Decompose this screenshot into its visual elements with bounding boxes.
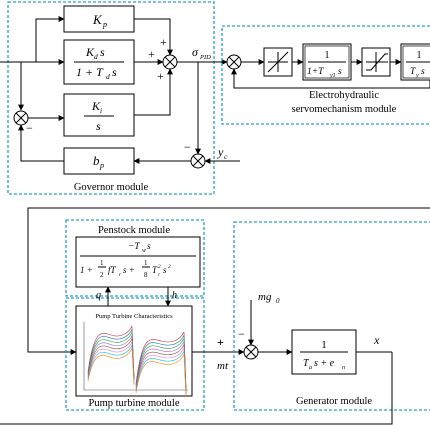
servo-lag-den: 1+T <box>307 67 324 77</box>
ki-out-line <box>134 68 173 116</box>
penstock-den-d-sub: r <box>158 272 161 278</box>
q-symbol: q <box>96 290 101 301</box>
servo-lag-den-var: s <box>338 67 342 77</box>
servo-module-boundary <box>221 25 430 125</box>
characteristic-curve <box>87 328 135 378</box>
sum-plus-bottom: + <box>157 69 164 83</box>
kd-num-var: s <box>100 45 105 59</box>
characteristic-curve <box>87 340 135 383</box>
penstock-den-c: s + <box>123 265 135 275</box>
kp-symbol: K <box>92 12 103 27</box>
mg-minus-sign: − <box>238 327 245 341</box>
penstock-num-var: s <box>147 242 151 252</box>
generator-den: T <box>303 358 310 369</box>
characteristic-curve <box>135 343 187 394</box>
characteristic-curve <box>135 331 187 389</box>
sum-plus-top: + <box>160 35 167 49</box>
penstock-den-frac2-den: 8 <box>144 271 148 279</box>
bp-feedback-line <box>18 124 64 162</box>
generator-den-var: s + e <box>314 358 335 369</box>
bp-symbol: b <box>93 153 100 168</box>
x-symbol: x <box>373 333 380 347</box>
characteristic-curve <box>135 350 187 396</box>
servo-int-den-sub: y <box>415 73 419 79</box>
servo-int-num: 1 <box>417 50 422 61</box>
ki-num-k: K <box>91 99 101 113</box>
penstock-den-frac2-num: 1 <box>144 259 148 267</box>
kp-feed-line <box>35 16 65 62</box>
servo-lag-num: 1 <box>325 50 330 61</box>
pump-turbine-module-label: Pump turbine module <box>89 398 180 409</box>
penstock-den-a: 1 + <box>80 265 93 275</box>
characteristic-curves <box>83 322 188 397</box>
kd-num-sub: d <box>94 52 98 61</box>
characteristic-curve <box>135 353 187 397</box>
servo-module-label-1: Electrohydraulic <box>309 90 379 101</box>
governor-module-boundary <box>7 1 215 195</box>
generator-num: 1 <box>321 339 327 351</box>
characteristic-curve <box>135 335 187 390</box>
characteristic-curve <box>87 347 135 385</box>
sigma-symbol: σ <box>192 45 199 59</box>
kp-subscript: p <box>102 20 107 29</box>
penstock-module-boundary <box>65 219 205 297</box>
generator-den-sub2: n <box>342 365 345 371</box>
mg-subscript: 0 <box>276 297 280 305</box>
yc-symbol: y <box>217 145 224 159</box>
kd-num-k: K <box>85 45 95 59</box>
generator-module-boundary <box>233 221 430 411</box>
servo-lag-den-sub: y1 <box>329 73 336 79</box>
penstock-den-e: s <box>163 265 167 275</box>
characteristics-label: Pump Turbine Characteristics <box>95 313 173 320</box>
integral-block <box>63 93 135 137</box>
servo-feedback-line <box>231 68 430 89</box>
ki-num-sub: i <box>100 106 102 115</box>
speed-feedback-line <box>0 352 393 425</box>
guide-vane-line <box>27 207 430 355</box>
integral-minus-sign: − <box>26 121 33 135</box>
characteristic-curve <box>135 341 187 392</box>
kp-block <box>63 5 135 33</box>
penstock-den-d: T <box>152 265 158 275</box>
penstock-den-e-sup: 2 <box>168 264 171 270</box>
sigma-subscript: PID <box>199 54 211 61</box>
characteristic-curve <box>87 334 135 380</box>
generator-den-sub: a <box>309 365 312 371</box>
characteristic-curve <box>135 338 187 391</box>
yc-subscript: c <box>224 152 228 161</box>
governor-module-label: Governor module <box>74 182 149 193</box>
kd-den-text: 1 + T <box>76 65 104 79</box>
penstock-den-b-sub: r <box>119 272 122 278</box>
penstock-transfer-block <box>75 236 201 288</box>
penstock-num-sub: w <box>142 248 146 254</box>
servo-int-den-var: s <box>421 67 425 77</box>
characteristic-curve <box>135 346 187 395</box>
mg-symbol: mg <box>258 291 272 303</box>
characteristic-curve <box>87 337 135 382</box>
characteristic-curve <box>87 331 135 379</box>
characteristic-curve <box>87 325 135 377</box>
h-symbol: h <box>172 290 177 301</box>
servo-module-label-2: servomechanism module <box>292 104 397 115</box>
penstock-den-d-sup: 2 <box>158 264 161 270</box>
bp-subscript: p <box>99 161 104 170</box>
servo-int-den: T <box>410 67 416 77</box>
kd-den-var: s <box>112 65 117 79</box>
generator-module-label: Generator module <box>296 396 372 407</box>
penstock-num: −T <box>128 242 140 252</box>
penstock-den-frac1-num: 1 <box>100 259 104 267</box>
kd-den-sub: d <box>106 72 110 81</box>
yc-minus-sign: − <box>184 140 191 154</box>
ki-den: s <box>96 119 101 133</box>
penstock-module-label: Penstock module <box>98 225 170 236</box>
characteristic-curve <box>87 344 135 384</box>
penstock-den-b: fT <box>108 265 117 275</box>
kp-out-line <box>134 18 173 56</box>
penstock-den-frac1-den: 2 <box>100 271 104 279</box>
sum-plus-left: + <box>148 47 155 61</box>
mt-plus-sign: + <box>217 335 224 349</box>
mt-symbol: mt <box>217 360 229 372</box>
